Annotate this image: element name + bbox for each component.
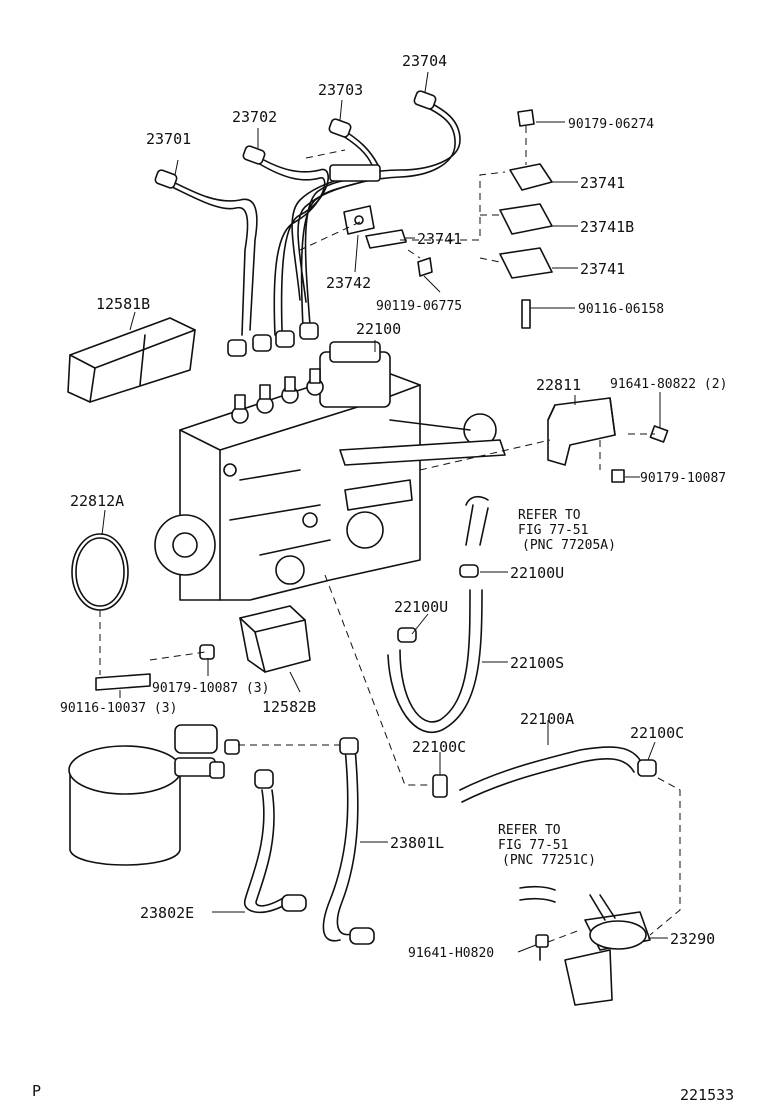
label-22100a: 22100A xyxy=(520,710,574,728)
refer-2-line1: REFER TO xyxy=(498,823,561,838)
injection-pipes xyxy=(154,90,461,357)
pipe-clamps xyxy=(343,109,553,329)
fuel-filter xyxy=(68,724,240,866)
label-23741-bottom: 23741 xyxy=(580,260,625,278)
label-90179-10087-3: 90179-10087 (3) xyxy=(152,681,269,696)
label-23701: 23701 xyxy=(146,130,191,148)
label-22100: 22100 xyxy=(356,320,401,338)
label-22100c-left: 22100C xyxy=(412,738,466,756)
part-labels: 23704 23703 23702 23701 90179-06274 2374… xyxy=(60,52,727,961)
label-22100u-left: 22100U xyxy=(394,598,448,616)
label-90179-10087: 90179-10087 xyxy=(640,471,726,486)
stud-90116-10037 xyxy=(95,673,151,691)
label-90119-06775: 90119-06775 xyxy=(376,299,462,314)
label-22100s: 22100S xyxy=(510,654,564,672)
refer-2-line3: (PNC 77251C) xyxy=(502,853,596,868)
nut-90179-10087 xyxy=(199,644,215,660)
label-22811: 22811 xyxy=(536,376,581,394)
label-22100c-right: 22100C xyxy=(630,724,684,742)
o-ring-22812a xyxy=(71,533,129,611)
refer-1-line1: REFER TO xyxy=(518,508,581,523)
footer-right: 221533 xyxy=(680,1086,734,1104)
label-23741-top: 23741 xyxy=(580,174,625,192)
refer-1-line2: FIG 77-51 xyxy=(518,523,588,538)
cover-12581b xyxy=(67,317,196,403)
label-23741b: 23741B xyxy=(580,218,634,236)
label-23703: 23703 xyxy=(318,81,363,99)
label-12582b: 12582B xyxy=(262,698,316,716)
bracket-22811 xyxy=(547,397,669,483)
leader-lines xyxy=(101,71,668,953)
fuel-hoses xyxy=(244,495,657,945)
block-12582b xyxy=(239,605,311,673)
label-23704: 23704 xyxy=(402,52,447,70)
label-91641-h0820: 91641-H0820 xyxy=(408,946,494,961)
footer-left: P xyxy=(32,1082,41,1100)
label-23741-mid: 23741 xyxy=(417,230,462,248)
label-23742: 23742 xyxy=(326,274,371,292)
feed-pump-23290 xyxy=(535,894,651,1006)
label-23801l: 23801L xyxy=(390,834,444,852)
label-90179-06274: 90179-06274 xyxy=(568,117,654,132)
label-90116-06158: 90116-06158 xyxy=(578,302,664,317)
label-23290: 23290 xyxy=(670,930,715,948)
label-23702: 23702 xyxy=(232,108,277,126)
label-90116-10037: 90116-10037 (3) xyxy=(60,701,177,716)
label-23802e: 23802E xyxy=(140,904,194,922)
refer-2-line2: FIG 77-51 xyxy=(498,838,568,853)
label-12581b: 12581B xyxy=(96,295,150,313)
label-22812a: 22812A xyxy=(70,492,124,510)
reference-dashes xyxy=(99,126,681,943)
label-22100u-right: 22100U xyxy=(510,564,564,582)
refer-1-line3: (PNC 77205A) xyxy=(522,538,616,553)
injection-pump-22100 xyxy=(154,341,506,601)
label-91641-80822: 91641-80822 (2) xyxy=(610,377,727,392)
